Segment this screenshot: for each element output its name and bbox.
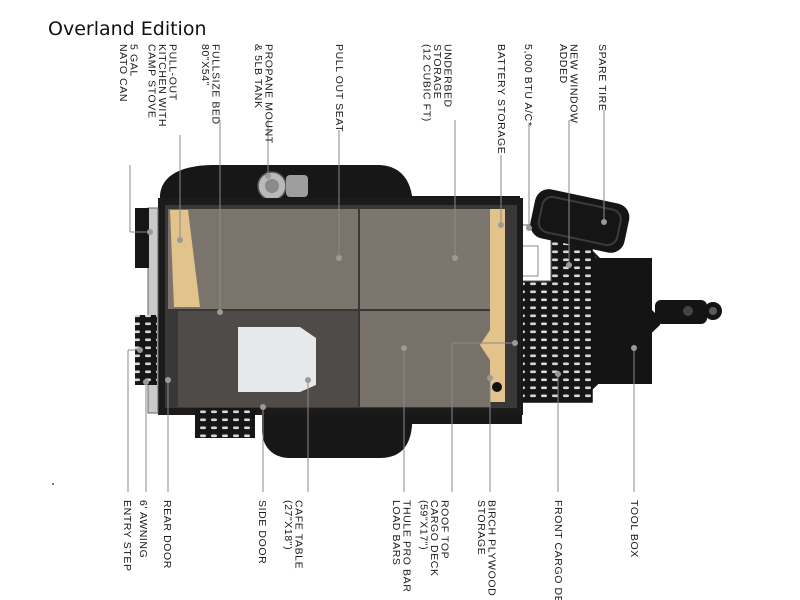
- bottom-label-6-line-0: ROOF TOP: [439, 500, 451, 559]
- bottom-label-8-line-0: FRONT CARGO DECK: [552, 500, 564, 600]
- top-label-5-line-2: (12 CUBIC FT): [421, 44, 433, 122]
- bottom-label-7-line-1: STORAGE: [475, 500, 487, 555]
- top-label-5-line-0: UNDERBED: [442, 44, 454, 108]
- top-label-7-line-0: 5,000 BTU A/C*: [522, 44, 534, 127]
- entry-step: [135, 315, 157, 385]
- bottom-label-0-line-0: ENTRY STEP: [121, 500, 133, 572]
- tool-box: [592, 258, 652, 384]
- cargo-panel: [360, 311, 490, 407]
- bottom-leaders: [127, 340, 637, 492]
- top-label-0-line-0: 5 GAL: [127, 44, 139, 77]
- bed-panel-right: [360, 209, 490, 309]
- bottom-label-7-line-0: BIRCH PLYWOOD: [485, 500, 497, 596]
- top-label-8-line-0: NEW WINDOW: [567, 44, 579, 124]
- diagram-title: Overland Edition: [48, 18, 207, 40]
- top-label-8-line-1: ADDED: [557, 44, 569, 84]
- bottom-label-9-line-0: TOOL BOX: [628, 500, 640, 558]
- side-step: [195, 408, 255, 438]
- trailer-fender-top: [160, 165, 520, 208]
- bottom-label-4-line-0: CAFE TABLE: [292, 500, 304, 569]
- bottom-label-6-line-1: CARGO DECK: [428, 500, 440, 577]
- top-label-1-line-2: CAMP STOVE: [146, 44, 158, 118]
- battery-dot: [492, 382, 502, 392]
- top-label-3-line-1: & 5LB TANK: [252, 44, 264, 109]
- bottom-label-group: ENTRY STEP 6' AWNING REAR DOOR SIDE DOOR CAF…: [121, 500, 640, 600]
- bed-panel-left: [168, 209, 358, 309]
- stray-dot: [52, 483, 54, 485]
- top-label-3-line-0: PROPANE MOUNT: [262, 44, 274, 144]
- top-label-1-line-0: PULL-OUT: [167, 44, 179, 101]
- bottom-label-3-line-0: SIDE DOOR: [256, 500, 268, 564]
- top-label-4-line-0: PULL OUT SEAT: [333, 44, 345, 132]
- bottom-label-6-line-2: (59"X17"): [418, 500, 430, 550]
- top-label-1-line-1: KITCHEN WITH: [156, 44, 168, 127]
- cafe-table: [238, 327, 316, 392]
- nato-can: [135, 208, 149, 268]
- bottom-label-2-line-0: REAR DOOR: [161, 500, 173, 569]
- top-label-2-line-0: FULLSIZE BED: [209, 44, 221, 125]
- top-label-5-line-1: STORAGE: [431, 44, 443, 99]
- kitchen-plywood: [170, 210, 200, 307]
- top-label-9-line-0: SPARE TIRE: [596, 44, 608, 111]
- bottom-label-5-line-0: THULE PRO BAR: [400, 500, 412, 592]
- top-label-6-line-0: BATTERY STORAGE: [495, 44, 507, 154]
- bottom-label-5-line-1: LOAD BARS: [390, 500, 402, 566]
- rear-door-frame: [147, 207, 159, 414]
- trailer-fender-bottom: [262, 412, 413, 458]
- top-leaders: [129, 110, 607, 315]
- bottom-label-1-line-0: 6' AWNING: [137, 500, 149, 558]
- top-label-0-line-1: NATO CAN: [117, 44, 129, 102]
- propane-tank: [257, 171, 308, 201]
- bottom-label-4-line-1: (27"X18"): [282, 500, 294, 550]
- spare-tire: [530, 189, 630, 253]
- plywood-storage-front: [480, 209, 505, 402]
- top-label-2-line-1: 80"X54": [199, 44, 211, 86]
